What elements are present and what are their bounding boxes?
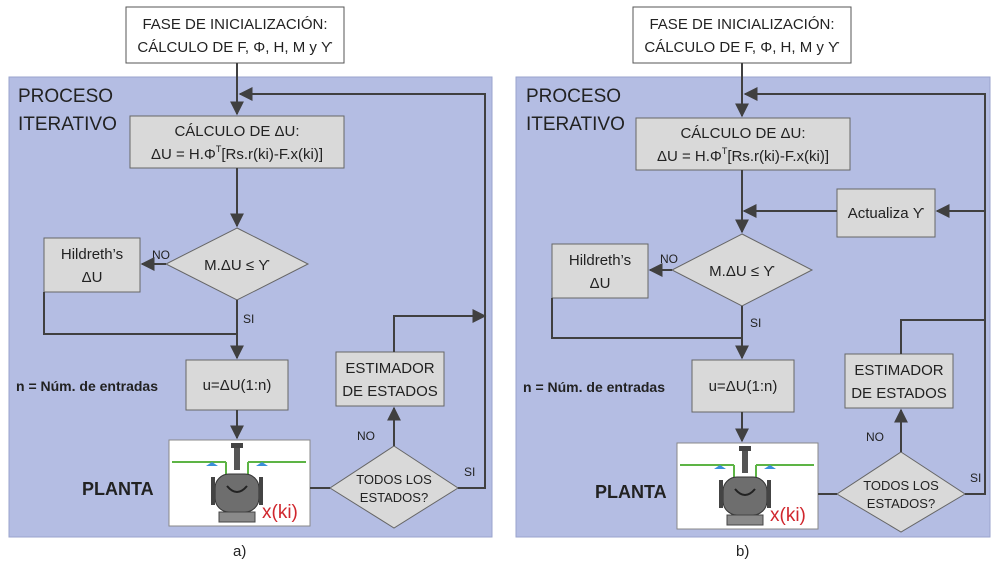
update-box-text-b: Actualiza ϒ	[848, 205, 925, 222]
process-label-line2-b: ITERATIVO	[526, 114, 625, 135]
plant-label-b: PLANTA	[595, 482, 667, 502]
delta-u-formula-b: ΔU = H.ΦT[Rs.r(ki)-F.x(ki)]	[657, 146, 829, 165]
constraint-text-a: M.ΔU ≤ ϒ	[204, 257, 270, 274]
u-box-b	[691, 359, 795, 413]
hildreth-box-a	[43, 237, 141, 293]
u-box-text-b: u=ΔU(1:n)	[709, 378, 778, 395]
hildreth-line1-b: Hildreth’s	[569, 252, 631, 269]
plant-output-b: x(ki)	[770, 505, 806, 526]
plant-label-a: PLANTA	[82, 479, 154, 499]
panel-b: FASE DE INICIALIZACIÓN: CÁLCULO DE F, Φ,…	[515, 6, 991, 560]
no-label-hildreth-a: NO	[152, 248, 170, 262]
init-line1-b: FASE DE INICIALIZACIÓN:	[649, 16, 834, 33]
all-states-line1-a: TODOS LOS	[356, 472, 432, 487]
constraint-text-b: M.ΔU ≤ ϒ	[709, 263, 775, 280]
n-note-b: n = Núm. de entradas	[523, 379, 665, 395]
delta-u-formula-a: ΔU = H.ΦT[Rs.r(ki)-F.x(ki)]	[151, 144, 323, 163]
caption-a: a)	[233, 543, 246, 560]
si-label-states-b: SI	[970, 471, 981, 485]
hildreth-line2-b: ΔU	[590, 275, 611, 292]
process-label-line1-b: PROCESO	[526, 86, 621, 107]
reactor-icon-b	[680, 446, 814, 526]
si-label-constraint-b: SI	[750, 316, 761, 330]
u-box-text-a: u=ΔU(1:n)	[203, 377, 272, 394]
caption-b: b)	[736, 543, 749, 560]
n-note-a: n = Núm. de entradas	[16, 378, 158, 394]
panel-a: FASE DE INICIALIZACIÓN: CÁLCULO DE F, Φ,…	[8, 6, 493, 560]
connectors-b	[551, 63, 986, 495]
hildreth-line2-a: ΔU	[82, 269, 103, 286]
process-label-line2-a: ITERATIVO	[18, 114, 117, 135]
init-box-b	[632, 6, 852, 64]
all-states-line2-a: ESTADOS?	[360, 490, 428, 505]
all-states-line1-b: TODOS LOS	[863, 478, 939, 493]
init-line2-b: CÁLCULO DE F, Φ, H, M y ϒ	[644, 39, 840, 56]
delta-u-title-a: CÁLCULO DE ΔU:	[174, 123, 299, 140]
no-label-hildreth-b: NO	[660, 252, 678, 266]
all-states-line2-b: ESTADOS?	[867, 496, 935, 511]
all-states-decision-a	[329, 445, 459, 529]
reactor-icon-a	[172, 443, 306, 523]
hildreth-box-b	[551, 243, 649, 299]
all-states-decision-b	[836, 451, 966, 533]
init-line2-a: CÁLCULO DE F, Φ, H, M y ϒ	[137, 39, 333, 56]
estimator-line2-b: DE ESTADOS	[851, 385, 947, 402]
estimator-box-a	[335, 351, 445, 407]
estimator-line1-b: ESTIMADOR	[854, 362, 943, 379]
si-label-constraint-a: SI	[243, 312, 254, 326]
u-box-a	[185, 359, 289, 411]
connectors-a	[43, 63, 487, 489]
plant-output-a: x(ki)	[262, 502, 298, 523]
no-label-states-a: NO	[357, 429, 375, 443]
estimator-line1-a: ESTIMADOR	[345, 360, 434, 377]
si-label-states-a: SI	[464, 465, 475, 479]
no-label-states-b: NO	[866, 430, 884, 444]
process-label-line1-a: PROCESO	[18, 86, 113, 107]
delta-u-title-b: CÁLCULO DE ΔU:	[680, 125, 805, 142]
estimator-box-b	[844, 353, 954, 409]
init-line1-a: FASE DE INICIALIZACIÓN:	[142, 16, 327, 33]
estimator-line2-a: DE ESTADOS	[342, 383, 438, 400]
hildreth-line1-a: Hildreth’s	[61, 246, 123, 263]
init-box-a	[125, 6, 345, 64]
delta-u-box-a	[129, 115, 345, 169]
delta-u-box-b	[635, 117, 851, 171]
update-box-b	[836, 188, 936, 238]
